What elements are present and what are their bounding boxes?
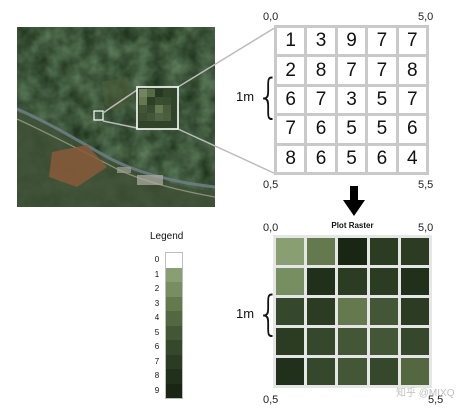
plot-raster-cell <box>338 328 367 355</box>
legend-label: 8 <box>154 371 160 380</box>
plot-corner-bottom-left: 0,5 <box>263 394 279 406</box>
num-grid-cell: 6 <box>277 86 305 114</box>
num-grid-cell: 5 <box>337 145 366 172</box>
legend-swatch <box>166 369 182 384</box>
num-grid-cell: 6 <box>398 116 426 143</box>
legend-label: 9 <box>154 385 160 395</box>
plot-raster-cell <box>307 238 336 265</box>
plot-raster-cell <box>307 358 336 385</box>
num-grid-brace: { <box>257 70 280 124</box>
legend-swatch <box>166 354 182 369</box>
num-grid-cell: 3 <box>307 28 335 55</box>
plot-raster-cell <box>307 328 336 355</box>
legend-swatch <box>166 340 182 355</box>
plot-raster-cell <box>400 298 429 325</box>
num-grid-corner-bottom-right: 5,5 <box>418 179 434 191</box>
num-grid-cell: 7 <box>368 28 396 55</box>
num-grid-cell: 6 <box>307 116 335 143</box>
satellite-image <box>17 27 215 207</box>
legend-label: 1 <box>154 269 160 279</box>
num-grid-cell: 7 <box>307 86 335 114</box>
num-grid-cell: 8 <box>307 57 335 84</box>
plot-raster-cell <box>338 268 367 295</box>
watermark: 知乎 @MIXQ <box>396 388 455 399</box>
plot-raster-cell <box>338 358 367 385</box>
legend-label: 2 <box>154 284 160 293</box>
plot-corner-bottom-right: 5,5 <box>428 394 444 406</box>
legend-swatch <box>166 282 182 297</box>
plot-raster-cell <box>307 298 336 325</box>
legend-title: Legend <box>150 231 184 242</box>
num-grid-cell: 1 <box>277 28 305 55</box>
num-grid-cell: 7 <box>337 57 366 84</box>
num-grid-cell: 5 <box>368 86 396 114</box>
plot-raster-cell <box>369 238 398 265</box>
num-grid-cell: 5 <box>368 116 396 143</box>
plot-raster-cell <box>276 268 305 295</box>
legend-swatch <box>166 296 182 311</box>
plot-raster-cell <box>338 238 367 265</box>
num-grid-cell-size-label: 1m <box>236 89 255 104</box>
legend-label: 4 <box>154 313 160 322</box>
legend-swatch <box>166 325 182 340</box>
plot-raster-cell <box>276 358 305 385</box>
plot-raster-cell <box>338 298 367 325</box>
legend-swatch <box>166 267 182 282</box>
legend-swatch <box>166 383 182 398</box>
num-grid-cell: 6 <box>368 145 396 172</box>
num-grid-cell: 3 <box>337 86 366 114</box>
plot-raster-cell <box>400 328 429 355</box>
plot-raster-cell <box>307 268 336 295</box>
legend-label: 3 <box>154 298 160 308</box>
plot-raster-title: Plot Raster <box>331 221 374 230</box>
num-grid-cell: 7 <box>368 57 396 84</box>
num-grid-cell: 7 <box>398 86 426 114</box>
num-grid-cell: 7 <box>277 116 305 143</box>
plot-raster-cell <box>369 328 398 355</box>
legend-label: 7 <box>154 356 160 366</box>
plot-corner-top-right: 5,0 <box>418 222 434 234</box>
plot-raster-cell <box>369 268 398 295</box>
num-grid-cell: 2 <box>277 57 305 84</box>
legend-label: 5 <box>154 327 160 337</box>
num-grid-cell: 8 <box>398 57 426 84</box>
plot-raster-grid <box>273 235 432 388</box>
plot-raster-cell <box>276 328 305 355</box>
num-grid-cell: 9 <box>337 28 366 55</box>
num-grid-cell: 5 <box>337 116 366 143</box>
num-grid-cell: 7 <box>398 28 426 55</box>
plot-raster-cell <box>276 298 305 325</box>
legend-swatch <box>166 311 182 326</box>
legend-color-bar <box>165 252 183 399</box>
num-grid-cell: 8 <box>277 145 305 172</box>
num-grid-corner-top-left: 0,0 <box>263 11 279 23</box>
plot-raster-cell <box>276 238 305 265</box>
legend-swatch <box>166 253 182 268</box>
num-grid-cell: 6 <box>307 145 335 172</box>
num-grid-corner-top-right: 5,0 <box>418 11 434 23</box>
plot-raster-cell <box>400 268 429 295</box>
down-arrow-icon <box>343 186 365 216</box>
plot-raster-cell <box>400 358 429 385</box>
plot-raster-cell <box>400 238 429 265</box>
legend-label: 0 <box>154 255 160 264</box>
plot-raster-cell <box>369 358 398 385</box>
num-grid-corner-bottom-left: 0,5 <box>263 179 279 191</box>
plot-cell-size-label: 1m <box>236 306 255 321</box>
plot-corner-top-left: 0,0 <box>263 222 279 234</box>
num-grid-cell: 4 <box>398 145 426 172</box>
plot-brace: { <box>257 287 280 341</box>
plot-raster-cell <box>369 298 398 325</box>
legend-label: 6 <box>154 342 160 351</box>
